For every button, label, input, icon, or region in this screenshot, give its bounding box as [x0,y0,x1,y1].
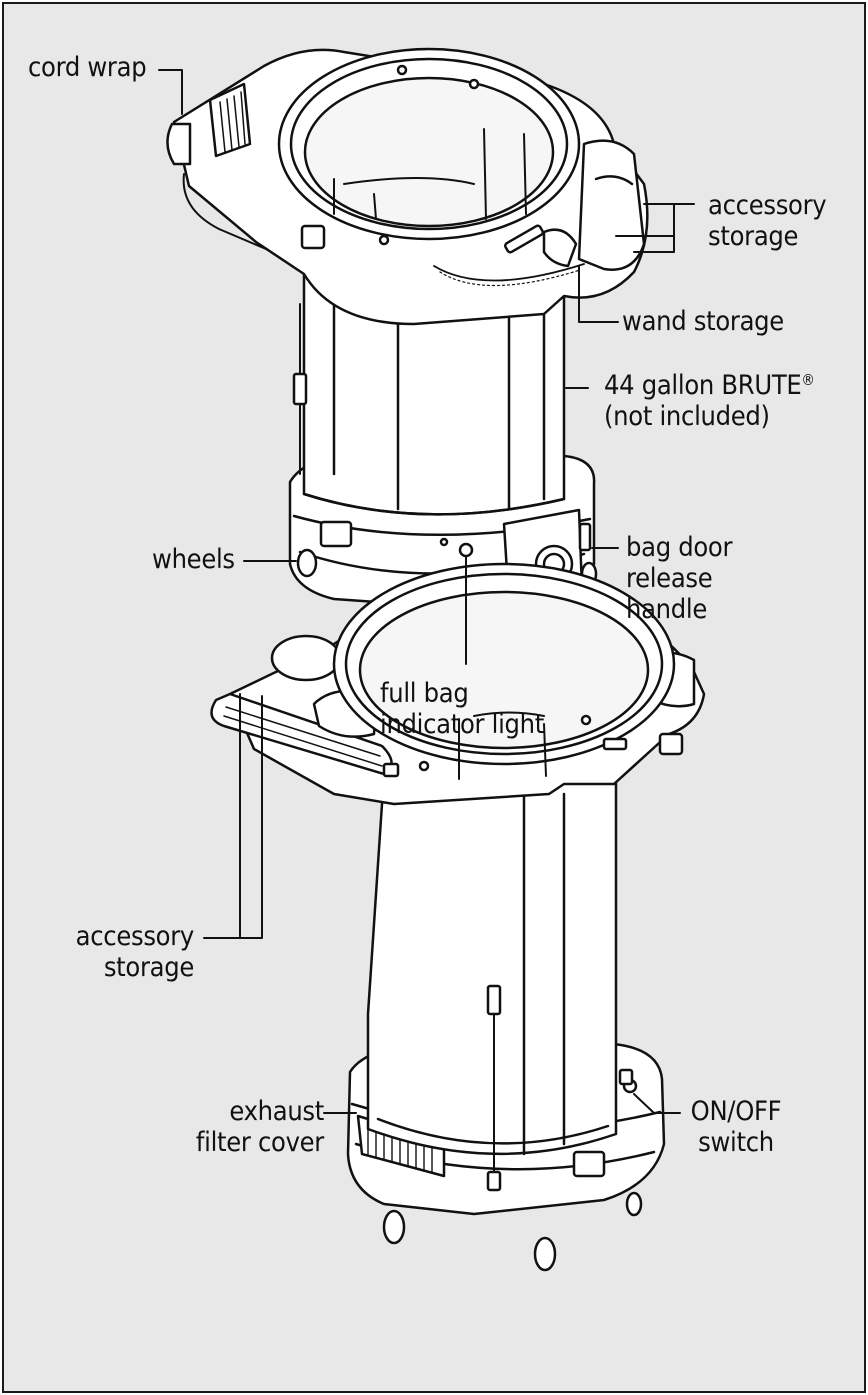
top-wheel-left [296,548,318,578]
label-on-off-switch: ON/OFF switch [680,1096,792,1158]
label-accessory-storage-top-line-2: storage [708,221,799,252]
label-cord-wrap: cord wrap [28,52,147,83]
label-container: 44 gallon BRUTE® (not included) [604,370,815,432]
label-container-note: (not included) [604,401,770,432]
label-accessory-storage-bottom-line-1: accessory [75,921,195,952]
leader-on-off [633,1093,681,1114]
top-brand-badge [319,520,353,548]
leader-cord-wrap [158,69,183,115]
top-vacuum-illustration [166,47,649,628]
top-accessory-bin [577,139,646,271]
leader-wand-storage [578,265,619,323]
bottom-brand-badge [572,1150,606,1178]
bottom-vacuum-illustration [210,562,706,1272]
leader-accessory-storage-bottom [203,693,263,939]
label-accessory-storage-bottom-line-2: storage [103,952,194,983]
bottom-accessory-pocket-1 [270,634,342,682]
top-wand-clip [542,228,578,268]
label-full-bag-line-2: indicator light [380,709,544,740]
label-on-off-line-1: ON/OFF [690,1096,782,1127]
top-left-grip [208,82,252,158]
bottom-wheel-front [533,1236,557,1272]
leader-accessory-storage-top [615,203,695,253]
label-bag-door-line-2: release [626,563,713,594]
bottom-wheel-left [382,1209,406,1245]
label-on-off-line-2: switch [698,1127,774,1158]
label-bag-door-release-handle: bag door release handle [626,532,732,625]
leader-lines [158,69,695,1114]
label-exhaust-line-1: exhaust [229,1096,324,1127]
label-wheels: wheels [152,544,235,575]
top-bag-door-handle [578,522,592,552]
cord-wrap-hook [166,122,192,166]
vacuum-illustration [158,47,706,1272]
label-accessory-storage-top-line-1: accessory [708,190,827,221]
label-bag-door-line-3: handle [626,594,708,625]
label-container-name: 44 gallon BRUTE [604,370,802,401]
label-full-bag-line-1: full bag [380,678,469,709]
full-bag-indicator-light-dot [458,542,474,558]
registered-mark: ® [801,371,815,389]
bottom-container-body [366,772,618,1156]
label-accessory-storage-bottom: accessory storage [64,921,195,983]
bottom-wheel-right [625,1191,643,1217]
label-container-line-1: 44 gallon BRUTE® [604,370,815,401]
label-full-bag-indicator-light: full bag indicator light [380,678,544,740]
label-accessory-storage-top: accessory storage [708,190,827,252]
label-exhaust-line-2: filter cover [195,1127,324,1158]
label-bag-door-line-1: bag door [626,532,733,563]
label-exhaust-filter-cover: exhaust filter cover [154,1096,324,1158]
label-wand-storage: wand storage [622,306,784,337]
